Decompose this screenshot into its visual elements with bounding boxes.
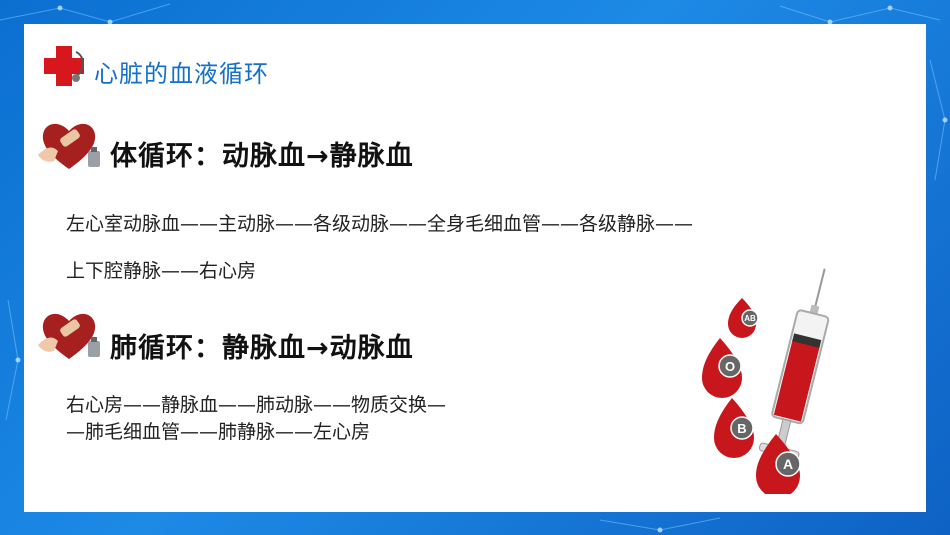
pulmonary-circulation-heading: 肺循环：静脉血→动脉血 [110,333,414,364]
pulmonary-path-line-1: 右心房——静脉血——肺动脉——物质交换— [66,394,447,416]
systemic-circulation-heading: 体循环：动脉血→静脉血 [110,141,414,172]
slide-title: 心脏的血液循环 [94,60,269,88]
blood-drop-b-icon [714,398,754,458]
blood-type-o-label: O [725,359,735,374]
blood-type-illustration: AB O B A [702,268,830,494]
blood-type-ab-label: AB [744,314,756,323]
pulmonary-path-line-2: —肺毛细血管——肺静脉——左心房 [66,421,371,443]
blood-drop-o-icon [702,338,742,398]
systemic-path-line-2: 上下腔静脉——右心房 [66,260,257,282]
bandaged-heart-icon [38,123,100,169]
blood-drop-a-icon [756,434,801,494]
slide-canvas: 心脏的血液循环 体循环：动脉血→静脉血 左心室动脉血——主动脉——各级动脉——全… [24,24,926,512]
blood-type-a-label: A [783,456,793,472]
bandaged-heart-icon [38,313,100,359]
medical-cross-icon [44,46,84,86]
syringe-icon [758,268,830,460]
systemic-path-line-1: 左心室动脉血——主动脉——各级动脉——全身毛细血管——各级静脉—— [66,213,694,235]
blood-drop-ab-icon [728,298,759,338]
blood-type-b-label: B [737,421,746,436]
